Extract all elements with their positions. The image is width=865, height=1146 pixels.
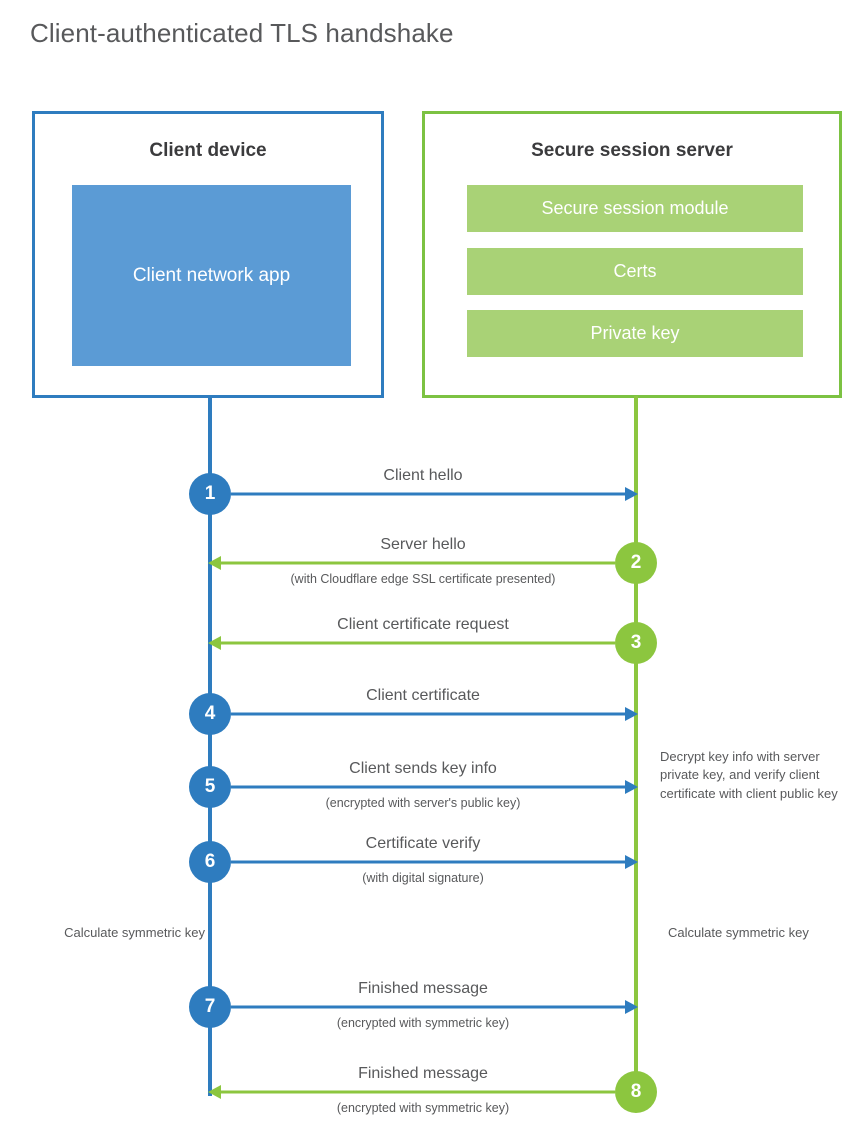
secure-session-server-box: Secure session server Secure session mod…: [422, 111, 842, 398]
message-label-step-5: Client sends key info: [349, 760, 497, 777]
server-lifeline: [634, 396, 638, 1093]
server-component-certs: Certs: [467, 248, 803, 295]
client-device-title: Client device: [149, 140, 267, 161]
message-label-step-2: Server hello: [380, 536, 466, 553]
message-sublabel-step-6: (with digital signature): [362, 871, 484, 885]
message-label-step-1: Client hello: [383, 467, 463, 484]
client-device-box: Client device Client network app: [32, 111, 384, 398]
server-component-secure-session-module: Secure session module: [467, 185, 803, 232]
step-circle-3[interactable]: 3: [615, 622, 657, 664]
client-lifeline: [208, 396, 212, 1096]
client-network-app-block: Client network app: [72, 185, 351, 366]
step-circle-4[interactable]: 4: [189, 693, 231, 735]
message-sublabel-step-5: (encrypted with server's public key): [325, 796, 521, 810]
message-label-step-7: Finished message: [358, 980, 488, 997]
step-circle-8[interactable]: 8: [615, 1071, 657, 1113]
step-circle-5[interactable]: 5: [189, 766, 231, 808]
step-circle-1[interactable]: 1: [189, 473, 231, 515]
secure-session-server-title: Secure session server: [531, 140, 733, 161]
message-label-step-8: Finished message: [358, 1065, 488, 1082]
server-decrypt-note: Decrypt key info with server private key…: [660, 749, 838, 801]
message-label-step-6: Certificate verify: [365, 835, 481, 852]
server-component-private-key: Private key: [467, 310, 803, 357]
message-label-step-4: Client certificate: [366, 687, 480, 704]
message-label-step-3: Client certificate request: [337, 616, 509, 633]
step-circle-2[interactable]: 2: [615, 542, 657, 584]
server-calculate-symmetric-key-note: Calculate symmetric key: [668, 925, 809, 940]
message-sublabel-step-7: (encrypted with symmetric key): [336, 1016, 510, 1030]
message-sublabel-step-8: (encrypted with symmetric key): [336, 1101, 510, 1115]
page-title: Client-authenticated TLS handshake: [30, 18, 454, 48]
client-calculate-symmetric-key-note: Calculate symmetric key: [64, 925, 205, 940]
message-sublabel-step-2: (with Cloudflare edge SSL certificate pr…: [290, 572, 556, 586]
step-circle-7[interactable]: 7: [189, 986, 231, 1028]
step-circle-6[interactable]: 6: [189, 841, 231, 883]
